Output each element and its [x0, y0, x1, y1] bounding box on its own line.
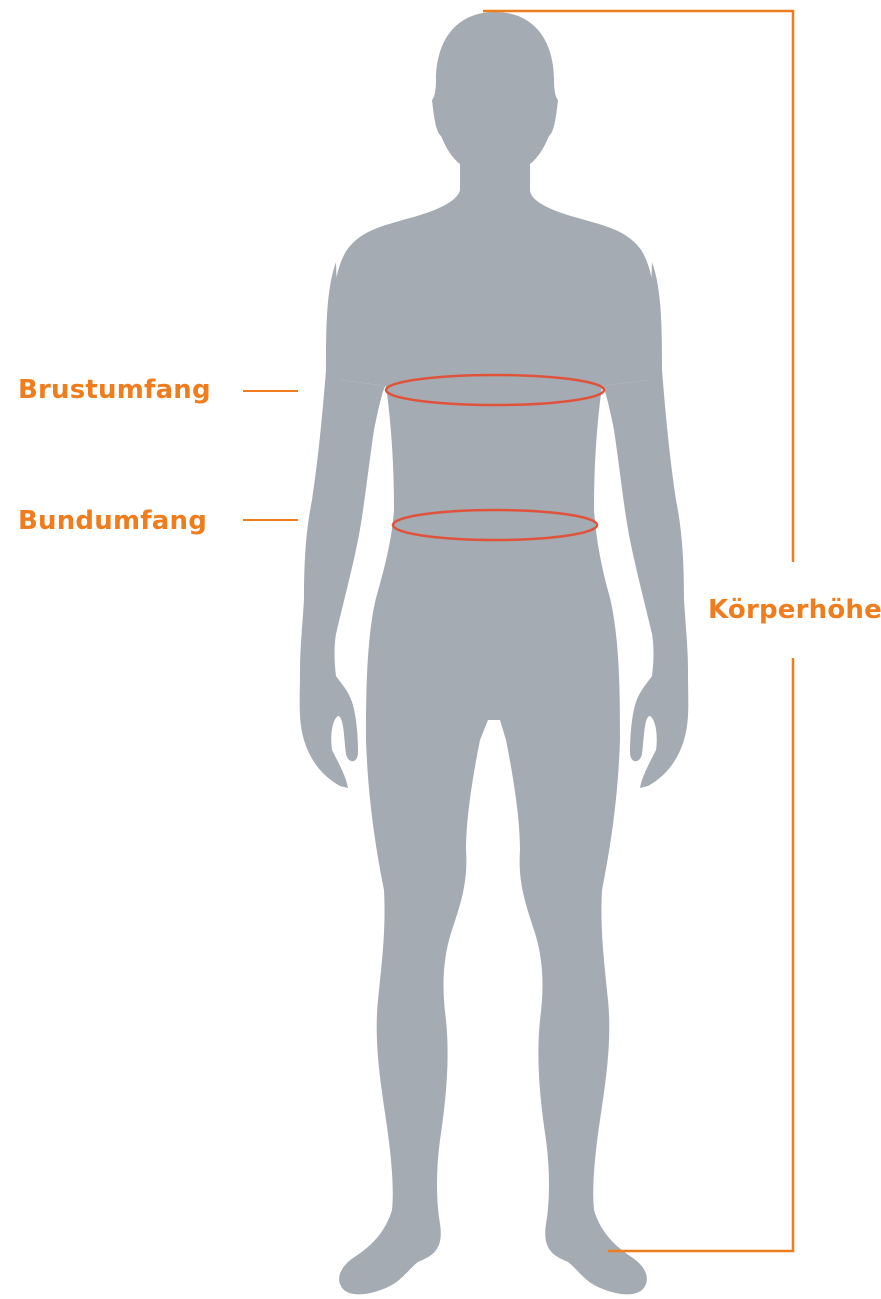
- waist-circumference-label: Bundumfang: [18, 505, 207, 537]
- human-body-silhouette-icon: [300, 12, 689, 1294]
- body-height-label: Körperhöhe: [708, 594, 881, 626]
- head: [432, 12, 558, 195]
- chest-circumference-label: Brustumfang: [18, 374, 211, 406]
- torso-and-legs: [332, 190, 656, 1294]
